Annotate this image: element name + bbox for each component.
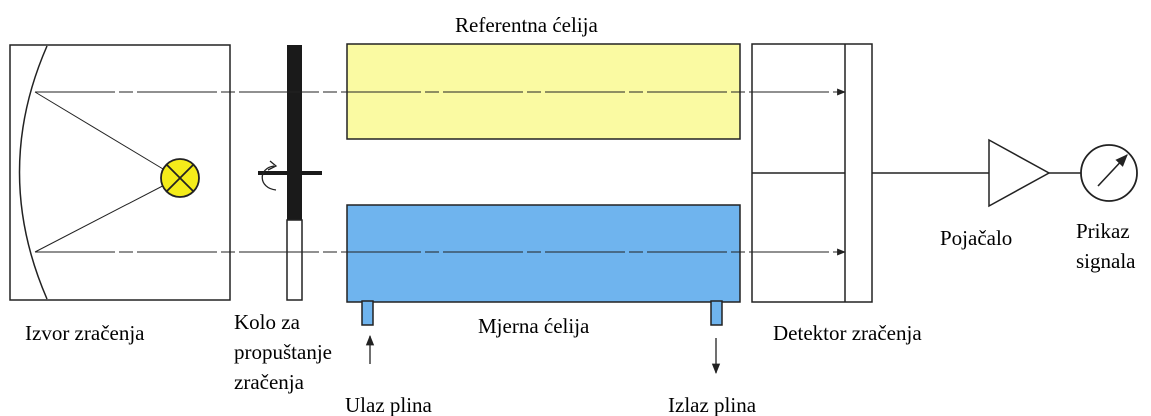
source-label: Izvor zračenja (25, 321, 145, 345)
radiation-detector (751, 43, 873, 303)
display-label-line1: Prikaz (1076, 219, 1130, 243)
chopper-blade-dark (287, 45, 302, 220)
radiation-beams (35, 88, 846, 256)
amplifier-triangle-icon (988, 138, 1051, 208)
chopper-blade-open (286, 219, 303, 301)
gas-inlet-port (361, 300, 374, 326)
reflector-ray-bottom (34, 177, 179, 253)
lamp-cross-icon (160, 158, 200, 198)
gas-outlet-port (710, 300, 723, 326)
chopper-label-line2: propuštanje (234, 340, 332, 364)
chopper-wheel (258, 45, 322, 301)
reference-cell-label: Referentna ćelija (455, 13, 599, 37)
reflector-mirror (18, 45, 48, 300)
chopper-label-line3: zračenja (234, 370, 305, 394)
display-label-line2: signala (1076, 249, 1136, 273)
radiation-source (9, 44, 231, 301)
gas-outlet-label: Izlaz plina (668, 393, 757, 416)
measuring-cell-label: Mjerna ćelija (478, 314, 590, 338)
meter-gauge-icon (1080, 144, 1138, 202)
detector-label: Detektor zračenja (773, 321, 922, 345)
rotation-arrow-icon (261, 160, 278, 191)
measuring-cell (346, 204, 741, 303)
chopper-label-line1: Kolo za (234, 310, 301, 334)
amplifier-label: Pojačalo (940, 226, 1012, 250)
reflector-ray-top (34, 91, 179, 179)
gas-inlet-label: Ulaz plina (345, 393, 433, 416)
measuring-cell-group (346, 204, 741, 375)
